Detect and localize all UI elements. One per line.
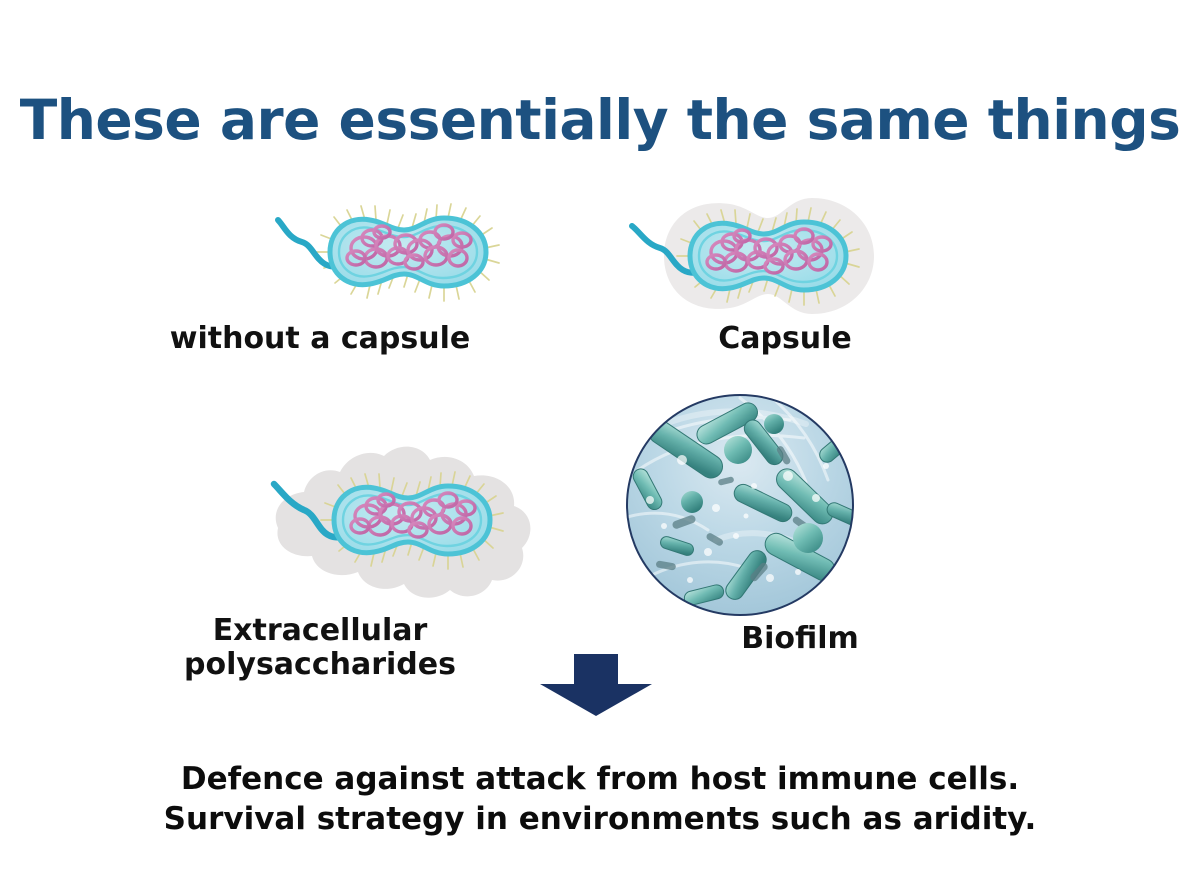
bacterium-capsule-figure [618, 182, 898, 327]
caption-extracellular-polysaccharides: Extracellular polysaccharides [184, 613, 456, 682]
nucleoid-icon [345, 223, 473, 271]
caption-capsule: Capsule [718, 321, 852, 356]
bacterium-capsule-icon [629, 198, 874, 314]
inner-membrane-icon [341, 492, 483, 548]
flagellum-tip-icon [629, 224, 662, 250]
nucleoid-icon [349, 491, 477, 539]
flagellum-tip-icon [271, 482, 306, 512]
nucleoid-icon [705, 227, 833, 275]
summary-text: Defence against attack from host immune … [163, 761, 1037, 837]
bacterium-plain-icon [275, 203, 500, 302]
biofilm-disk-border [626, 394, 854, 616]
flagellum-tip-icon [275, 218, 304, 244]
caption-biofilm: Biofilm [741, 621, 859, 656]
bacterium-eps-icon [270, 446, 531, 598]
bacterium-eps-figure [248, 432, 548, 602]
inner-membrane-icon [697, 228, 839, 284]
arrow-down-icon [540, 654, 652, 716]
page-title: These are essentially the same things [19, 88, 1181, 152]
biofilm-photo-icon [626, 394, 854, 616]
pili-icon [676, 207, 860, 306]
bacterium-plain-figure [272, 186, 532, 316]
caption-without-capsule: without a capsule [169, 321, 471, 356]
arrow-down-wrapper [534, 652, 658, 718]
inner-membrane-icon [337, 224, 479, 280]
biofilm-figure [620, 390, 860, 620]
